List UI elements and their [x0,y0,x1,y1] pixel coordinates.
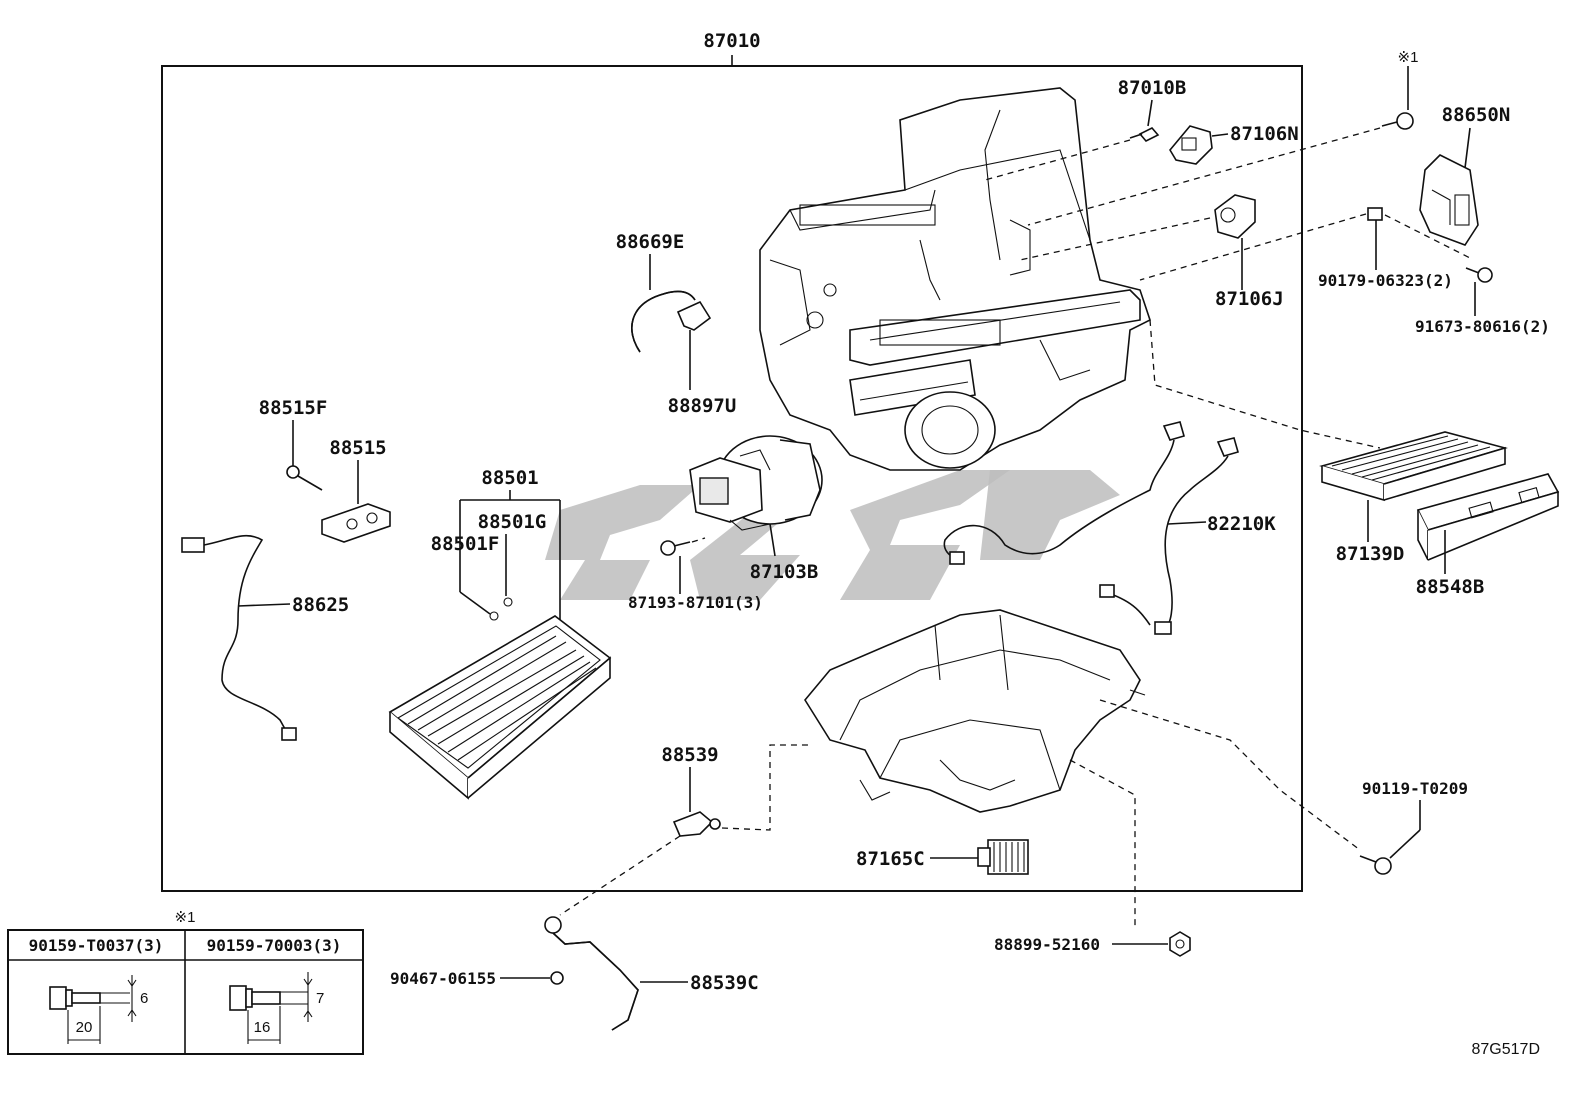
servo-motor-87106J [1214,194,1256,239]
label-87106J: 87106J [1215,288,1284,310]
sensor-88897U [676,300,712,350]
label-87106N: 87106N [1230,123,1299,145]
lower-case [804,609,1146,813]
label-91673-80616: 91673-80616(2) [1415,317,1550,336]
filter-cover-88548B [1416,473,1560,561]
bolt-90159-70003 [229,972,313,1044]
label-88539: 88539 [661,744,718,766]
screw-87193 [660,540,691,556]
blower-resistor-87165C [977,839,1029,875]
screw-note1 [1381,112,1414,130]
table-col1-length: 20 [76,1019,93,1036]
note-mark-1: ※1 [1398,49,1419,66]
o-ring-88501G [503,597,513,607]
table-note-mark: ※1 [175,909,196,926]
table-col2-diameter: 7 [316,990,324,1007]
table-col2-part: 90159-70003(3) [207,936,342,955]
label-87139D: 87139D [1336,543,1405,565]
label-88515: 88515 [329,437,386,459]
table-col2-length: 16 [254,1019,271,1036]
label-88501: 88501 [481,467,538,489]
bolt-90159-T0037 [49,975,137,1044]
label-88625: 88625 [292,594,349,616]
ac-amplifier-88650N [1419,154,1479,246]
label-87010: 87010 [703,30,760,52]
diagram-ref-code: 87G517D [1472,1041,1541,1058]
screw-91673 [1465,267,1493,283]
screw-90119 [1359,855,1392,875]
thermistor-wire-88625 [181,534,297,741]
fastener-table: ※1 90159-T0037(3) 90159-70003(3) 6 20 [7,909,364,1055]
drain-pipe-88539C [544,916,639,1031]
watermark-logo [545,470,1120,600]
label-82210K: 82210K [1207,513,1276,535]
label-90467-06155: 90467-06155 [390,969,496,988]
label-88669E: 88669E [616,231,685,253]
table-col1-diameter: 6 [140,990,148,1007]
nut-88899 [1169,931,1191,957]
label-88501F: 88501F [431,533,500,555]
label-88515F: 88515F [259,397,328,419]
drain-hose-88669E [631,290,696,353]
label-88897U: 88897U [668,395,737,417]
hvac-case [759,87,1151,471]
label-88501G: 88501G [478,511,547,533]
label-87103B: 87103B [750,561,819,583]
label-90119-T0209: 90119-T0209 [1362,779,1468,798]
table-col1-part: 90159-T0037(3) [29,936,164,955]
wire-harness-82210K [943,421,1239,635]
label-87010B: 87010B [1118,77,1187,99]
pressure-sensor-88539 [672,811,721,837]
o-ring-88501F [489,611,499,621]
clip-90179 [1367,207,1383,221]
label-88548B: 88548B [1416,576,1485,598]
evaporator-88501 [388,615,612,800]
bolt-88515F [286,465,323,491]
label-87165C: 87165C [856,848,925,870]
label-87193-87101: 87193-87101(3) [628,593,763,612]
label-88899-52160: 88899-52160 [994,935,1100,954]
servo-motor-87106N [1169,125,1213,165]
air-filter-87139D [1319,431,1508,502]
screw-87010B [1129,127,1160,142]
label-88650N: 88650N [1442,104,1511,126]
clip-90467 [550,971,564,985]
label-90179-06323: 90179-06323(2) [1318,271,1453,290]
expansion-valve-88515 [321,503,391,543]
label-88539C: 88539C [690,972,759,994]
blower-motor-87103B [689,435,823,531]
